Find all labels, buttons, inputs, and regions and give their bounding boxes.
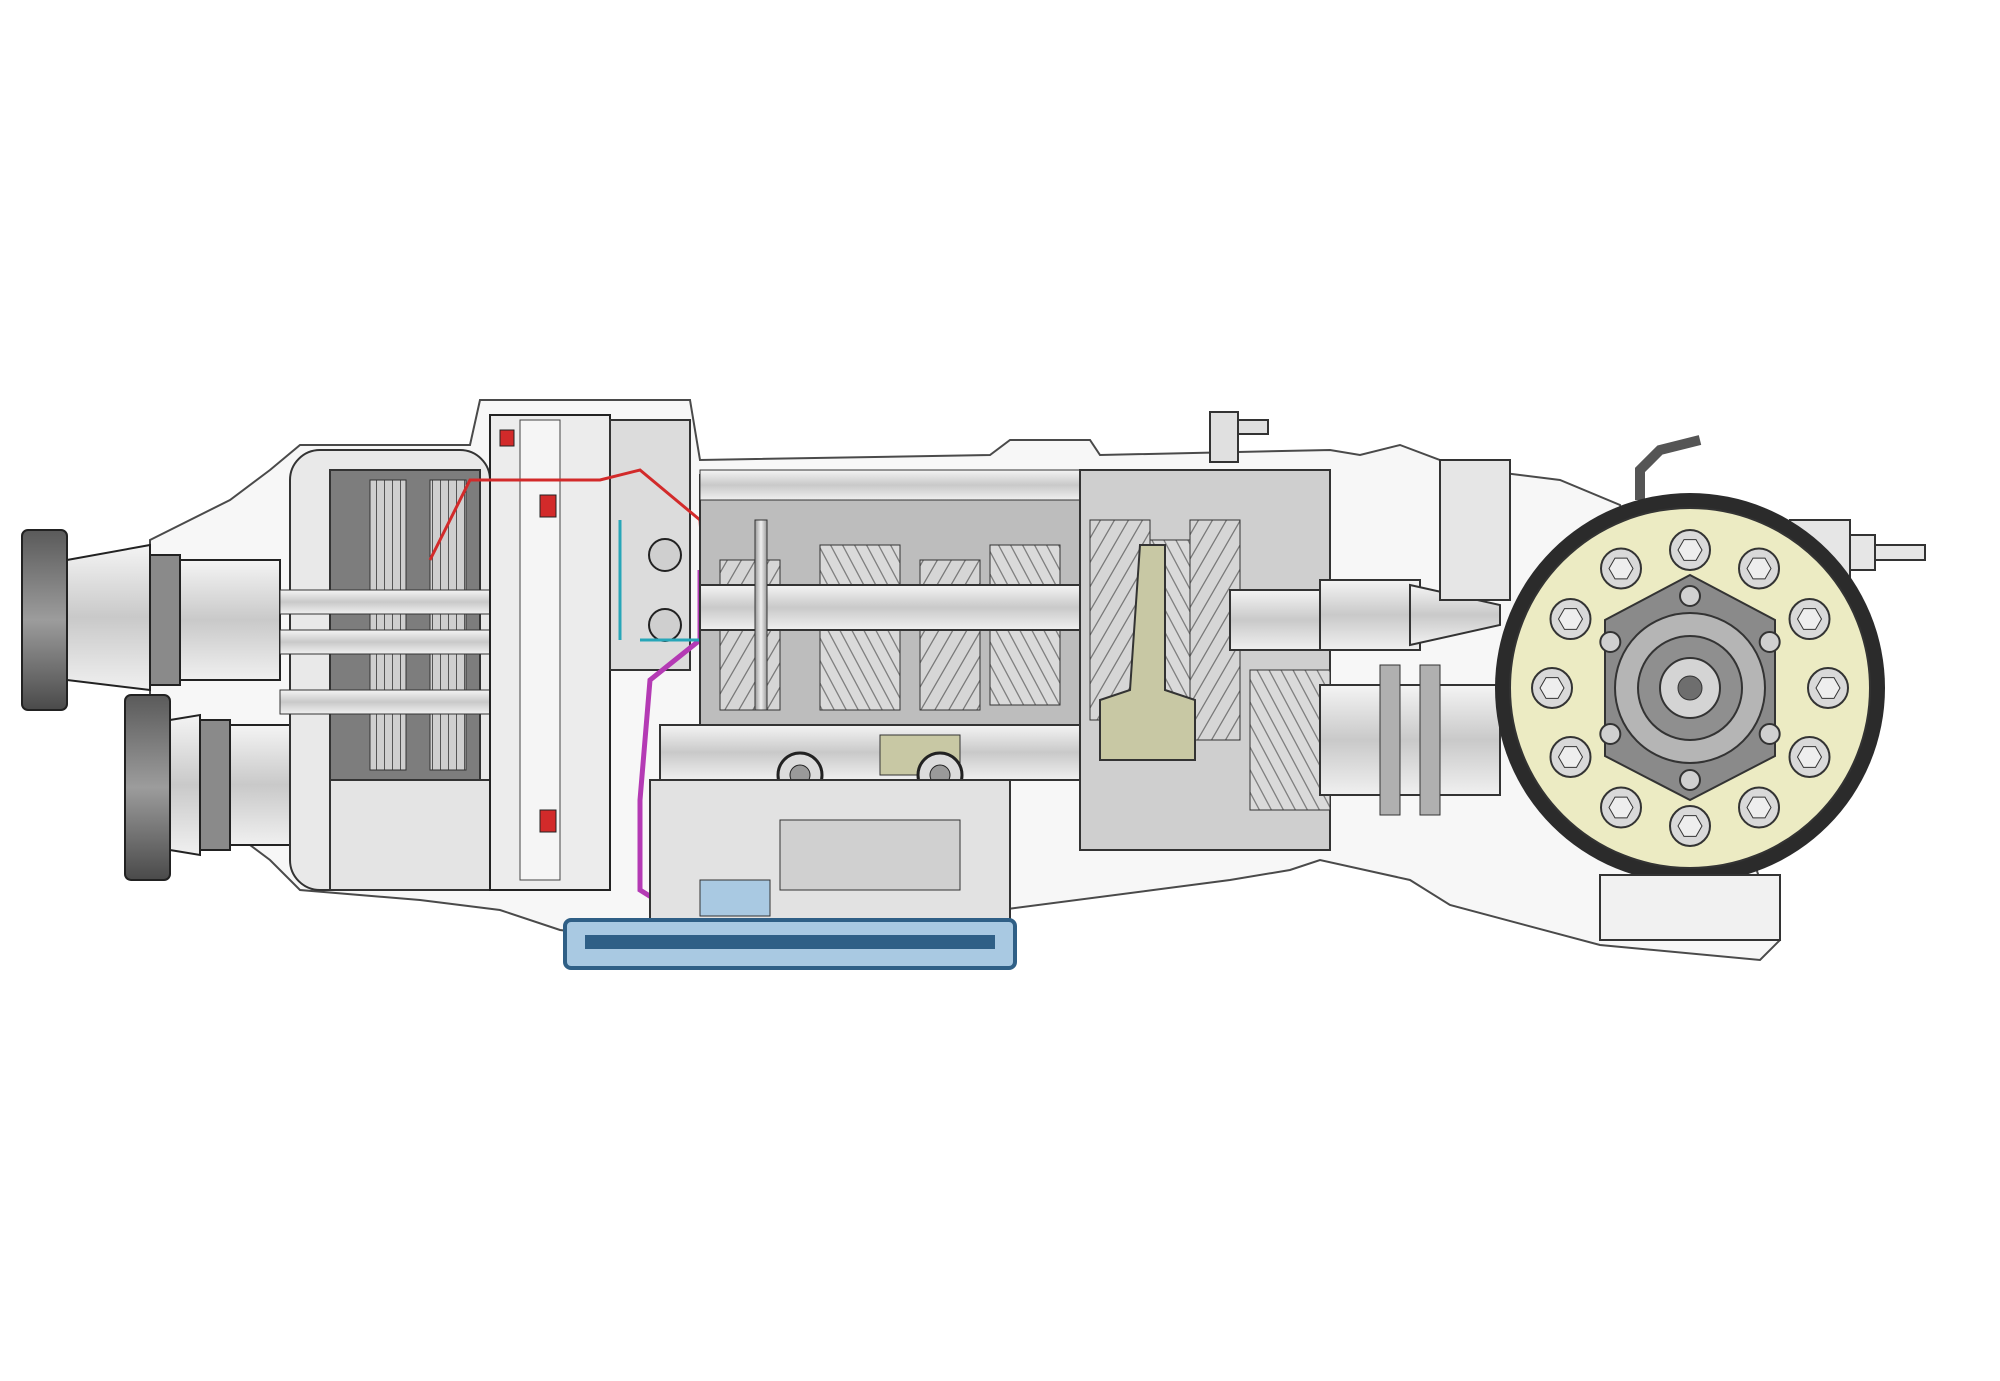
hub-bolt: [1679, 585, 1701, 607]
ring-bolt: [1738, 786, 1780, 829]
ring-gear-bolts: [1531, 529, 1849, 847]
ring-bolt: [1600, 547, 1642, 590]
hub-bolt: [1599, 723, 1622, 745]
output-flange-lower: [124, 694, 291, 881]
ring-bolt: [1738, 547, 1780, 590]
ring-bolt: [1788, 598, 1831, 640]
ring-bolt: [1531, 667, 1573, 709]
ring-bolt: [1788, 736, 1831, 778]
ring-bolt: [1669, 805, 1711, 847]
helical-gear-1: [719, 559, 781, 711]
clutch-housing: [279, 449, 501, 891]
output-flange-upper: [21, 529, 281, 711]
hub-bolt: [1679, 769, 1701, 791]
ring-bolt: [1549, 598, 1592, 640]
helical-gear-3: [919, 559, 981, 711]
ring-bolt: [1807, 667, 1849, 709]
rear-output-shaft-lower: [1249, 669, 1331, 811]
cyan-line: [618, 520, 700, 642]
lower-valve-block: [649, 779, 1011, 921]
countershaft: [659, 724, 1081, 781]
ring-bolt: [1600, 786, 1642, 829]
ring-bolt: [1549, 736, 1592, 778]
ring-bolt: [1669, 529, 1711, 571]
hub-bolt: [1599, 631, 1622, 653]
differential-housing-foot: [1599, 874, 1781, 941]
rear-gear-section: [1079, 469, 1331, 851]
shift-fork: [1099, 544, 1196, 761]
oil-pan: [563, 918, 1017, 970]
valve-body-plate: [489, 414, 691, 891]
differential-ring-gear: [1495, 493, 1885, 883]
pinion-shaft: [1319, 459, 1511, 816]
hub-bolt: [1758, 723, 1781, 745]
hub-bolt: [1758, 631, 1781, 653]
rear-output-shaft-upper: [1229, 589, 1331, 651]
gear-section: [659, 469, 1081, 854]
carrier-hub-bolts: [1599, 585, 1781, 791]
